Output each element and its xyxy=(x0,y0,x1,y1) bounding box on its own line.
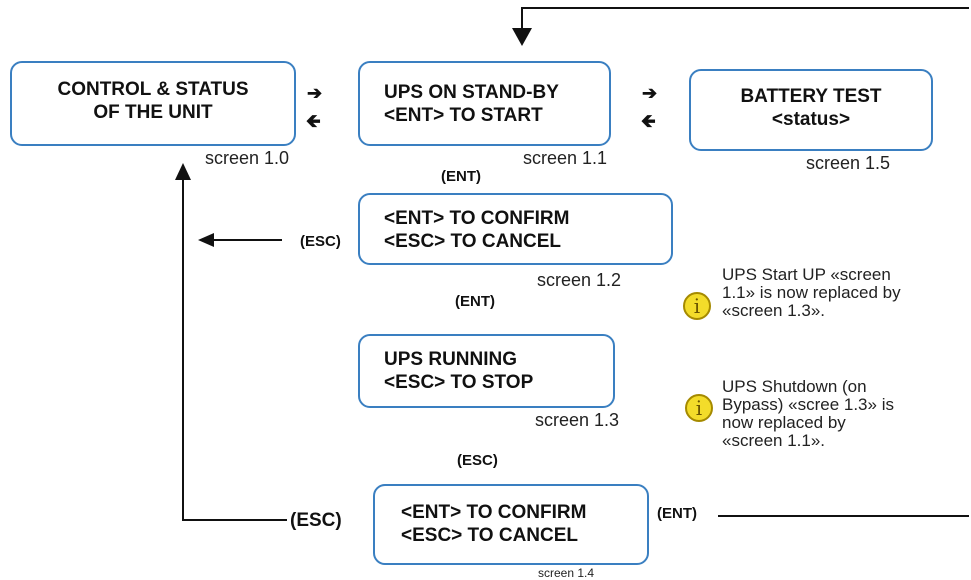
key-esc-label: (ESC) xyxy=(300,233,341,250)
arrow-right-icon: ➔ xyxy=(307,83,323,103)
note-line: UPS Start UP «screen xyxy=(722,265,891,284)
arrow-right-icon: ➔ xyxy=(642,83,658,103)
box-line-1: <ENT> TO CONFIRM xyxy=(384,208,570,229)
box-line-1: CONTROL & STATUS xyxy=(57,79,249,100)
arrowhead-up xyxy=(175,163,191,180)
note-line: «screen 1.3». xyxy=(722,301,826,320)
note-line: «screen 1.1». xyxy=(722,431,826,450)
note-line: Bypass) «scree 1.3» is xyxy=(722,395,894,414)
screen-confirm-start: <ENT> TO CONFIRM <ESC> TO CANCEL xyxy=(358,193,673,265)
box-line-2: <ESC> TO CANCEL xyxy=(401,525,579,546)
box-line-2: <ESC> TO CANCEL xyxy=(384,231,562,252)
screen-ups-standby: UPS ON STAND-BY <ENT> TO START xyxy=(358,61,611,146)
return-line-top xyxy=(521,7,969,30)
caption-screen-1-3: screen 1.3 xyxy=(535,410,620,430)
note-line: UPS Shutdown (on xyxy=(722,377,867,396)
note-line: 1.1» is now replaced by xyxy=(722,283,901,302)
key-esc-label: (ESC) xyxy=(457,452,498,469)
arrowhead-down xyxy=(512,28,532,46)
caption-screen-1-2: screen 1.2 xyxy=(537,270,622,290)
arrow-left-icon: 🡸 xyxy=(641,111,656,131)
note-line: now replaced by xyxy=(722,413,846,432)
key-ent-label: (ENT) xyxy=(441,168,481,185)
caption-screen-1-4: screen 1.4 xyxy=(538,566,595,580)
box-line-2: <ENT> TO START xyxy=(384,105,543,126)
info-icon: i xyxy=(685,394,713,422)
key-ent-label: (ENT) xyxy=(657,505,697,522)
esc-arrowhead-left xyxy=(198,233,214,247)
caption-screen-1-1: screen 1.1 xyxy=(523,148,608,168)
box-line-1: UPS RUNNING xyxy=(384,349,518,370)
screen-control-status: CONTROL & STATUS OF THE UNIT xyxy=(10,61,296,146)
box-line-2: <ESC> TO STOP xyxy=(384,372,534,393)
box-line-1: BATTERY TEST xyxy=(740,86,882,107)
box-line-2: <status> xyxy=(771,109,851,130)
box-line-1: <ENT> TO CONFIRM xyxy=(401,502,587,523)
arrow-left-icon: 🡸 xyxy=(306,111,321,131)
box-line-1: UPS ON STAND-BY xyxy=(384,82,559,103)
note-startup: UPS Start UP «screen 1.1» is now replace… xyxy=(722,266,901,320)
box-line-2: OF THE UNIT xyxy=(93,102,213,123)
caption-screen-1-5: screen 1.5 xyxy=(806,153,891,173)
return-line-left xyxy=(182,178,287,521)
screen-ups-running: UPS RUNNING <ESC> TO STOP xyxy=(358,334,615,408)
screen-confirm-stop: <ENT> TO CONFIRM <ESC> TO CANCEL xyxy=(373,484,649,565)
key-esc-label: (ESC) xyxy=(290,510,342,531)
key-ent-label: (ENT) xyxy=(455,293,495,310)
note-shutdown: UPS Shutdown (on Bypass) «scree 1.3» is … xyxy=(722,378,894,450)
info-icon: i xyxy=(683,292,711,320)
screen-battery-test: BATTERY TEST <status> xyxy=(689,69,933,151)
caption-screen-1-0: screen 1.0 xyxy=(205,148,290,168)
